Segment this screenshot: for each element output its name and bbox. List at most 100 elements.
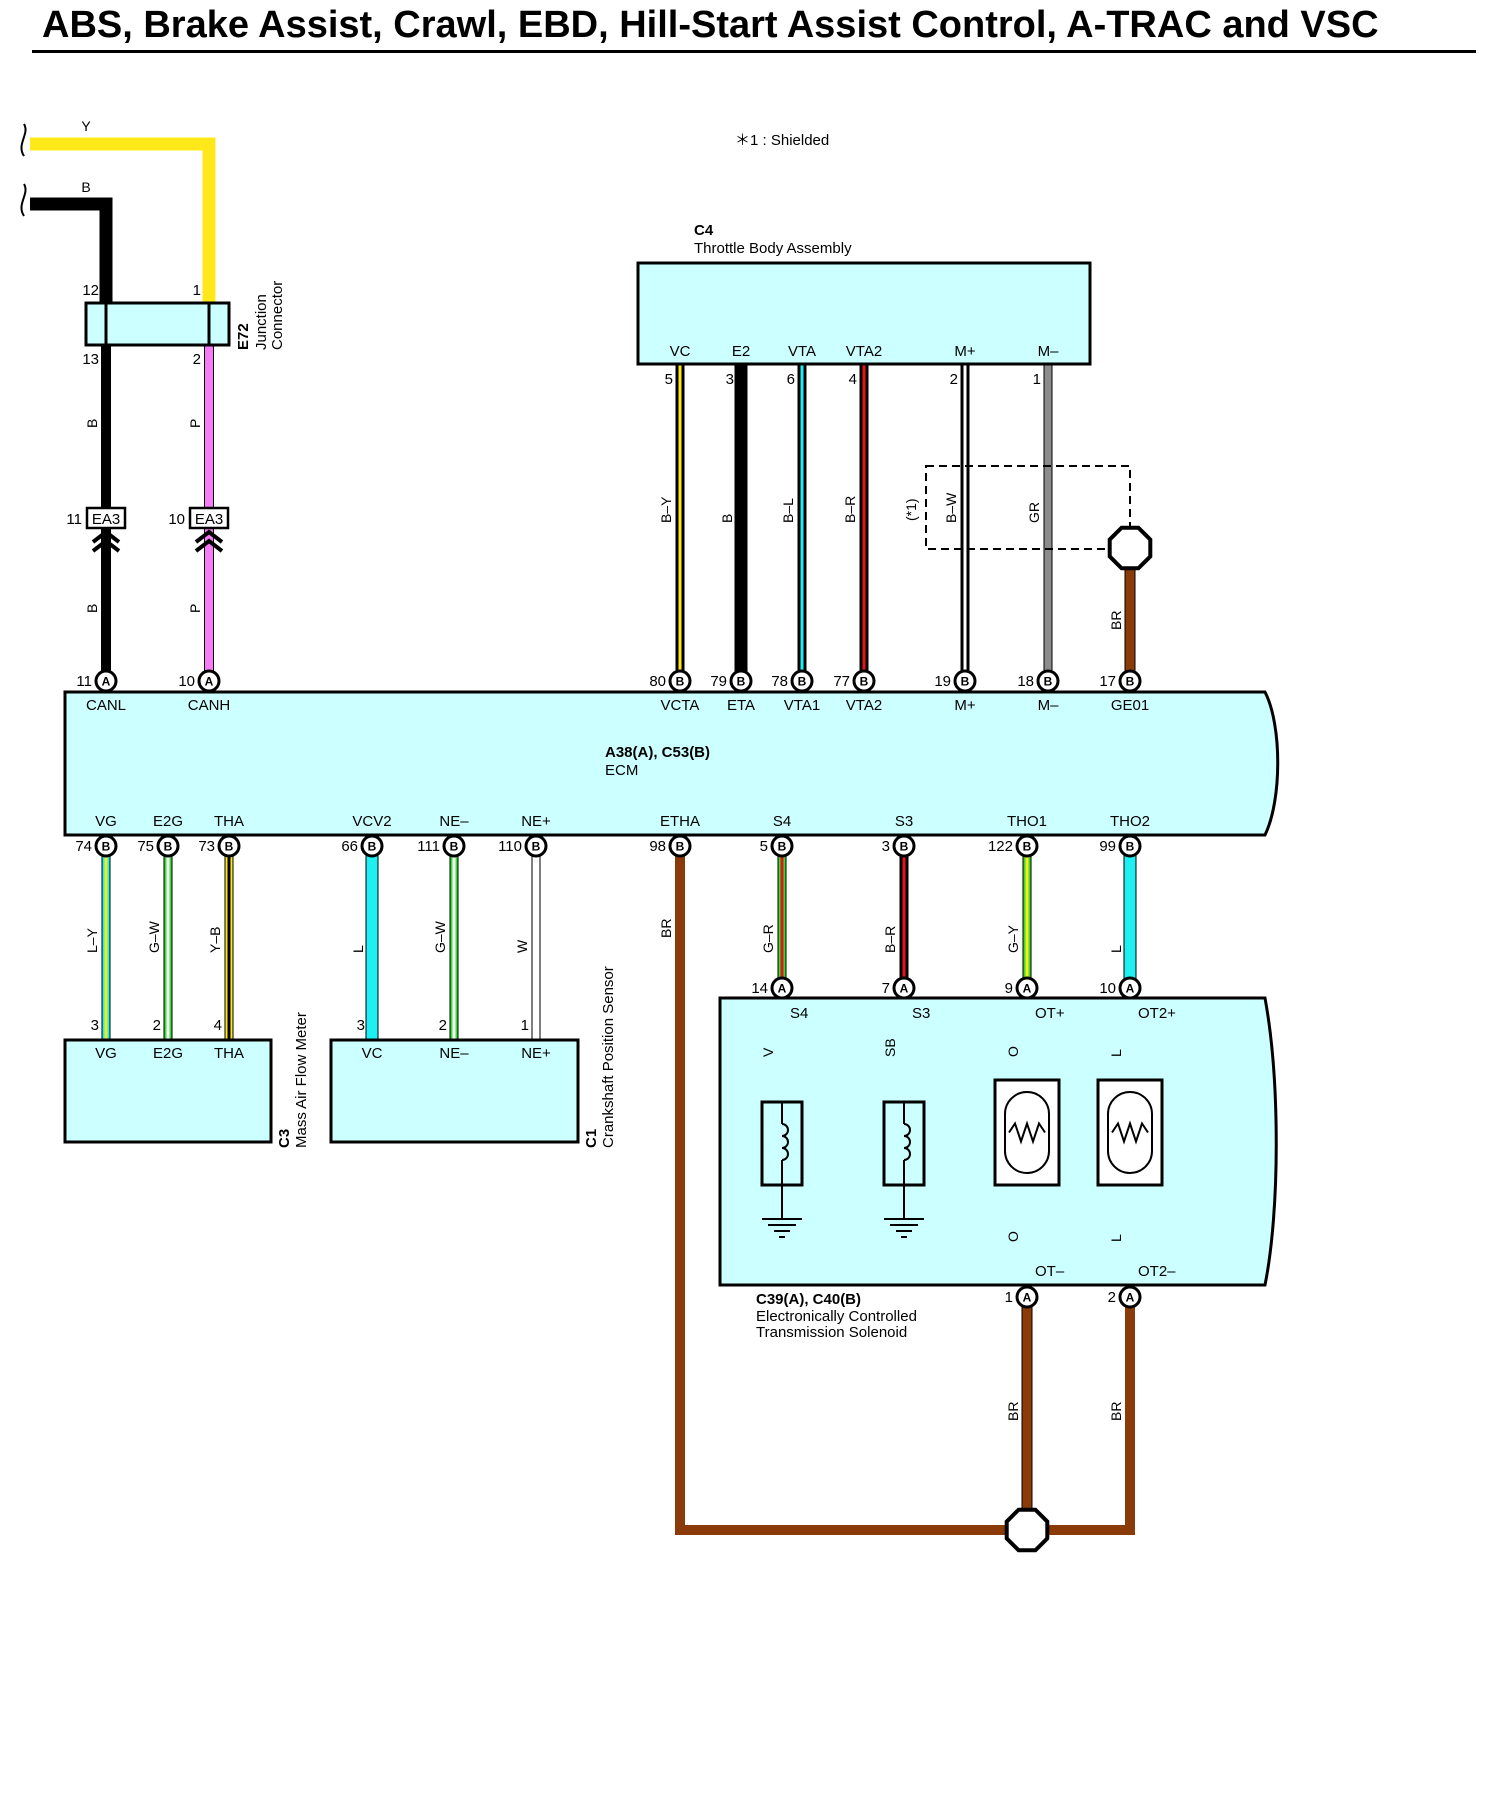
c1-pin: 2 — [439, 1017, 447, 1034]
c3-signal: THA — [214, 1045, 244, 1062]
c1-pin: 1 — [521, 1017, 529, 1034]
c39-terminal-bottom-letter: A — [1023, 1291, 1032, 1305]
ecm-terminal-top-letter: B — [798, 675, 807, 689]
ecm-terminal-top — [953, 669, 977, 693]
ecm-component-box — [63, 690, 1280, 837]
ecm-pin-bottom: 122 — [988, 838, 1013, 855]
ecm-terminal-top — [790, 669, 814, 693]
wire-c39-THO2 — [1123, 849, 1137, 986]
c39-pin-top: 9 — [1005, 980, 1013, 997]
ea3-label: EA3 — [92, 511, 120, 528]
ecm-pin-bottom: 3 — [882, 838, 890, 855]
e72-name-line1: Junction — [253, 294, 270, 350]
c4-pin: 4 — [849, 371, 857, 388]
ecm-terminal-top — [94, 669, 118, 693]
ecm-signal-top: CANH — [188, 697, 231, 714]
c39-pin-top: 10 — [1099, 980, 1116, 997]
e72-pin-13: 13 — [82, 351, 99, 368]
ecm-pin-bottom: 98 — [649, 838, 666, 855]
c39-signal-top: OT2+ — [1138, 1005, 1176, 1022]
c1-signal: VC — [362, 1045, 383, 1062]
thermistor-ot2-resistor — [1111, 1120, 1149, 1145]
ecm-pin-top: 11 — [76, 673, 92, 690]
ecm-pin-bottom: 73 — [198, 838, 215, 855]
ecm-terminal-top — [729, 669, 753, 693]
wire-code-c39-internal: V — [760, 1047, 776, 1057]
ecm-signal-bottom: NE– — [439, 813, 469, 830]
c39-terminal-top-letter: A — [900, 982, 909, 996]
c39-pin-top: 14 — [751, 980, 768, 997]
ecm-signal-bottom: E2G — [153, 813, 183, 830]
c39-signal-top: S4 — [790, 1005, 808, 1022]
wire-code-c39-internal-lower: L — [1108, 1234, 1124, 1242]
c1-component-box — [329, 1038, 580, 1144]
c39-terminal-top — [1118, 976, 1142, 1000]
c39-terminal-top — [892, 976, 916, 1000]
ecm-name: ECM — [605, 762, 638, 779]
ecm-signal-bottom: THO1 — [1007, 813, 1047, 830]
ecm-signal-top: VTA2 — [846, 697, 882, 714]
e72-connector — [84, 301, 231, 347]
c39-name-line2: Transmission Solenoid — [756, 1324, 907, 1341]
thermistor-ot-resistor — [1008, 1120, 1046, 1145]
y-wire-break — [20, 123, 27, 157]
wire-code-ecm-bottom: W — [514, 939, 530, 953]
ea3-label: EA3 — [195, 511, 223, 528]
c39-signal-top: S3 — [912, 1005, 930, 1022]
ecm-signal-bottom: VCV2 — [352, 813, 391, 830]
wire-c3-E2G-tracer — [166, 850, 170, 1040]
ecm-signal-top: CANL — [86, 697, 126, 714]
c4-pin: 3 — [726, 371, 734, 388]
wire-code-ecm-bottom: G–Y — [1005, 924, 1021, 953]
ecm-terminal-bottom-letter: B — [368, 840, 377, 854]
c4-signal: E2 — [732, 343, 750, 360]
c4-signal: M+ — [954, 343, 975, 360]
component-layer — [63, 261, 1280, 1287]
wire-code-ecm-bottom: Y–B — [207, 927, 223, 953]
ecm-pin-top: 17 — [1099, 673, 1116, 690]
wire-code-ecm-bottom: L — [1108, 945, 1124, 953]
ea3-connector — [188, 506, 230, 530]
ecm-signal-top: VTA1 — [784, 697, 820, 714]
c1-signal: NE+ — [521, 1045, 551, 1062]
wire-c39-S3-tracer — [902, 850, 906, 985]
ecm-terminal-top-letter: B — [860, 675, 869, 689]
c4-code: C4 — [694, 222, 714, 239]
c3-pin: 3 — [91, 1017, 99, 1034]
wire-code-ecm-bottom: G–R — [760, 924, 776, 953]
ecm-terminal-top-letter: B — [737, 675, 746, 689]
wire-code-e72-right: P — [187, 419, 203, 428]
ecm-terminal-top-letter: A — [102, 675, 111, 689]
c1-signal: NE– — [439, 1045, 469, 1062]
ecm-signal-top: M– — [1038, 697, 1059, 714]
ecm-signal-bottom: S4 — [773, 813, 791, 830]
c39-terminal-top — [1015, 976, 1039, 1000]
ecm-terminal-bottom-letter: B — [450, 840, 459, 854]
ecm-terminal-top — [197, 669, 221, 693]
ecm-code: A38(A), C53(B) — [605, 744, 710, 761]
ecm-pin-bottom: 99 — [1099, 838, 1116, 855]
c1-code: C1 — [583, 1129, 600, 1148]
wire-c3-VG-tracer — [104, 850, 108, 1040]
ecm-terminal-bottom-letter: B — [102, 840, 111, 854]
c3-signal: E2G — [153, 1045, 183, 1062]
c39-terminal-top-letter: A — [1023, 982, 1032, 996]
c39-terminal-bottom-letter: A — [1126, 1291, 1135, 1305]
ecm-terminal-bottom-letter: B — [676, 840, 685, 854]
e72-code: E72 — [235, 323, 252, 350]
ecm-terminal-top-letter: A — [205, 675, 214, 689]
ecm-signal-bottom: THA — [214, 813, 244, 830]
ecm-signal-bottom: ETHA — [660, 813, 700, 830]
c4-pin: 1 — [1033, 371, 1041, 388]
ecm-terminal-bottom-letter: B — [532, 840, 541, 854]
wire-code-ecm-bottom: G–W — [432, 920, 448, 953]
e72-pin-1: 1 — [193, 282, 201, 299]
c3-pin: 2 — [153, 1017, 161, 1034]
c3-signal: VG — [95, 1045, 117, 1062]
ecm-terminal-bottom-letter: B — [225, 840, 234, 854]
ecm-pin-top: 10 — [178, 673, 195, 690]
wire-code-ea3: B — [84, 604, 100, 613]
ecm-pin-bottom: 5 — [760, 838, 768, 855]
ecm-terminal-bottom-letter: B — [1023, 840, 1032, 854]
